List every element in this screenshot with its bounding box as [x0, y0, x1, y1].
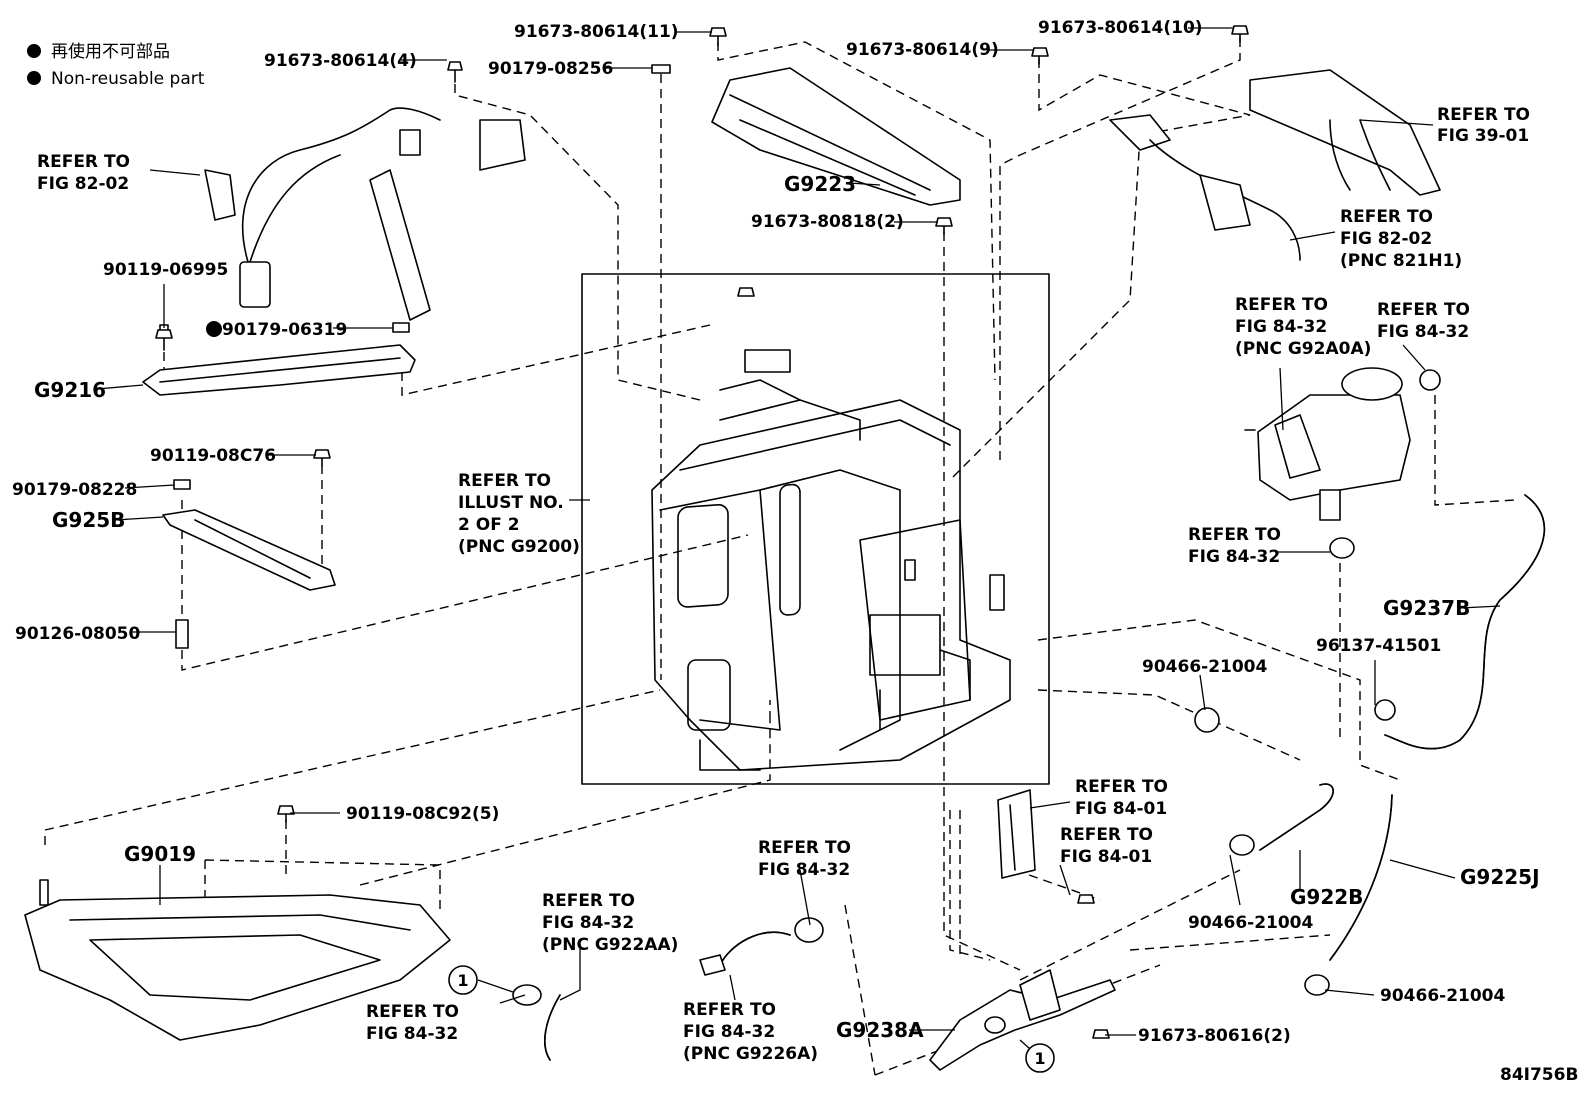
- label-refer-82-02-left-fig: FIG 82-02: [37, 174, 129, 194]
- label-refer-illust-of: 2 OF 2: [458, 515, 520, 535]
- illustration-code: 84I756B: [1500, 1065, 1578, 1085]
- inverter-assembly-drawing: [651, 349, 1011, 771]
- label-90179-06319: 90179-06319: [222, 320, 347, 340]
- label-refer-84-32-mid-fig: FIG 84-32: [1188, 547, 1280, 567]
- non-reusable-dot-icon: [206, 321, 222, 337]
- callout-circle: [448, 965, 478, 995]
- label-91673-80818-2: 91673-80818(2): [751, 212, 904, 232]
- label-refer-84-01-b: REFER TO: [1060, 825, 1153, 845]
- label-refer-illust-no: ILLUST NO.: [458, 493, 564, 513]
- reservoir-tank: [1244, 367, 1441, 559]
- hose-g922aa: [512, 984, 561, 1061]
- label-refer-82-02-right-fig: FIG 82-02: [1340, 229, 1432, 249]
- leader-lines: [96, 27, 1501, 1059]
- label-refer-84-32-mid: REFER TO: [1188, 525, 1281, 545]
- label-refer-g92a0a-pnc: (PNC G92A0A): [1235, 339, 1371, 359]
- callout-number: 1: [457, 971, 468, 990]
- label-refer-g92a0a-fig: FIG 84-32: [1235, 317, 1327, 337]
- g922b-hose: [1194, 707, 1334, 856]
- non-reusable-dot-icon: [27, 71, 41, 85]
- label-91673-80616-2: 91673-80616(2): [1138, 1026, 1291, 1046]
- legend-en: Non-reusable part: [51, 69, 205, 89]
- wire-harness-right: [1109, 69, 1441, 261]
- g9238a-pipe: [929, 969, 1116, 1071]
- label-g9225j: G9225J: [1460, 865, 1540, 889]
- callout-circles: 1 1: [448, 965, 1055, 1073]
- label-refer-g922aa-fig: FIG 84-32: [542, 913, 634, 933]
- label-90466-21004-bottom: 90466-21004: [1380, 986, 1506, 1006]
- label-refer-84-01-b-fig: FIG 84-01: [1060, 847, 1152, 867]
- label-g9019: G9019: [124, 842, 196, 866]
- label-90466-21004-top: 90466-21004: [1142, 657, 1268, 677]
- label-refer-84-01-a: REFER TO: [1075, 777, 1168, 797]
- label-96137-41501: 96137-41501: [1316, 636, 1441, 656]
- label-refer-84-32-bottom-left-fig: FIG 84-32: [366, 1024, 458, 1044]
- g925b-brace: [162, 509, 336, 591]
- label-90119-06995: 90119-06995: [103, 260, 228, 280]
- label-g922b: G922B: [1290, 885, 1363, 909]
- callout-number: 1: [1034, 1049, 1045, 1068]
- label-90119-08c92-5: 90119-08C92(5): [346, 804, 499, 824]
- label-refer-39-01-fig: FIG 39-01: [1437, 126, 1529, 146]
- label-g9216: G9216: [34, 378, 106, 402]
- label-refer-84-32-center-fig: FIG 84-32: [758, 860, 850, 880]
- wire-harness-left: [204, 107, 526, 321]
- label-refer-84-32-bottom-left: REFER TO: [366, 1002, 459, 1022]
- legend: 再使用不可部品 Non-reusable part: [27, 41, 205, 89]
- label-refer-82-02-right: REFER TO: [1340, 207, 1433, 227]
- label-refer-illust: REFER TO: [458, 471, 551, 491]
- label-refer-84-32-top-right: REFER TO: [1377, 300, 1470, 320]
- label-refer-g92a0a: REFER TO: [1235, 295, 1328, 315]
- label-90126-08050: 90126-08050: [15, 624, 141, 644]
- label-refer-illust-pnc: (PNC G9200): [458, 537, 580, 557]
- bracket-84-01: [997, 789, 1036, 879]
- fasteners: [155, 25, 1249, 1039]
- label-91673-80614-4: 91673-80614(4): [264, 51, 417, 71]
- label-refer-g9226a: REFER TO: [683, 1000, 776, 1020]
- label-refer-82-02-right-pnc: (PNC 821H1): [1340, 251, 1462, 271]
- label-91673-80614-11: 91673-80614(11): [514, 22, 679, 42]
- label-g925b: G925B: [52, 508, 125, 532]
- label-refer-84-32-center: REFER TO: [758, 838, 851, 858]
- label-90179-08228: 90179-08228: [12, 480, 137, 500]
- g9225j-hose: [1304, 794, 1393, 996]
- label-90119-08c76: 90119-08C76: [150, 446, 276, 466]
- label-90179-08256: 90179-08256: [488, 59, 613, 79]
- inverter-assembly-frame: [581, 273, 1050, 785]
- g9019-undercover: [24, 879, 451, 1041]
- g9216-bracket: [142, 324, 416, 396]
- label-refer-g922aa-pnc: (PNC G922AA): [542, 935, 678, 955]
- g9223-cover: [711, 67, 961, 206]
- label-refer-g922aa: REFER TO: [542, 891, 635, 911]
- label-91673-80614-10: 91673-80614(10): [1038, 18, 1203, 38]
- label-g9223: G9223: [784, 172, 856, 196]
- label-91673-80614-9: 91673-80614(9): [846, 40, 999, 60]
- labels: 91673-80614(4) 90179-08256 91673-80614(1…: [12, 18, 1578, 1085]
- g9237b-hose: [1374, 494, 1546, 750]
- label-90466-21004-mid: 90466-21004: [1188, 913, 1314, 933]
- label-refer-84-32-top-right-fig: FIG 84-32: [1377, 322, 1469, 342]
- label-g9237b: G9237B: [1383, 596, 1470, 620]
- label-refer-84-01-a-fig: FIG 84-01: [1075, 799, 1167, 819]
- label-refer-39-01: REFER TO: [1437, 105, 1530, 125]
- label-refer-82-02-left: REFER TO: [37, 152, 130, 172]
- label-g9238a: G9238A: [836, 1018, 924, 1042]
- label-refer-g9226a-fig: FIG 84-32: [683, 1022, 775, 1042]
- legend-jp: 再使用不可部品: [51, 41, 170, 62]
- label-refer-g9226a-pnc: (PNC G9226A): [683, 1044, 818, 1064]
- hose-g9226a: [699, 917, 824, 976]
- callout-circle: [1025, 1043, 1055, 1073]
- non-reusable-dot-icon: [27, 44, 41, 58]
